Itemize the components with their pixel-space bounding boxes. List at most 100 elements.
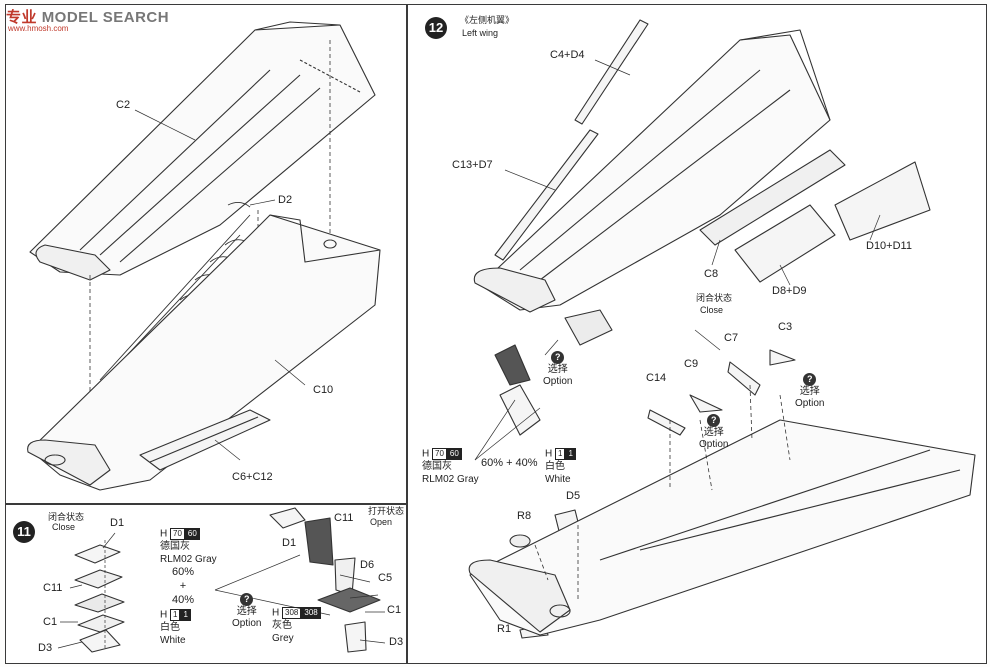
paint-white-cn: 白色	[545, 461, 565, 473]
wing-lower-c10	[27, 214, 381, 491]
step12-close-cn: 闭合状态	[696, 293, 733, 303]
part-c8: C8	[704, 268, 719, 280]
paint-white-en: White	[160, 634, 186, 646]
paint-h-code: H	[160, 528, 168, 540]
option-12-right: ? 选择 Option	[795, 373, 824, 410]
wing12-upper	[473, 29, 831, 313]
part-c6c12-label: C6+C12	[232, 471, 273, 483]
step12-title-cn: 《左侧机翼》	[460, 15, 515, 25]
question-icon: ?	[707, 414, 721, 427]
cannon-pod	[494, 309, 613, 436]
part-c9: C9	[684, 358, 699, 370]
step11-drawing-close	[57, 532, 125, 653]
part-c7: C7	[724, 332, 739, 344]
part-d1-close: D1	[110, 517, 125, 529]
step11-open-cn: 打开状态	[368, 506, 405, 516]
part-d3-open: D3	[389, 636, 404, 648]
paint-h-code: H	[545, 448, 553, 460]
paint-code-1b: 1	[180, 609, 191, 621]
step12-title-en: Left wing	[462, 28, 499, 38]
option-11: ? 选择 Option	[232, 593, 261, 630]
part-d1-open: D1	[282, 537, 297, 549]
part-c3: C3	[778, 321, 793, 333]
option-en: Option	[699, 439, 729, 450]
part-c1-close: C1	[43, 616, 58, 628]
paint-white-cn: 白色	[160, 622, 180, 634]
paint-code-308b: 308	[301, 607, 321, 619]
slat-c13-d7	[494, 129, 599, 261]
slat-c4-d4	[574, 19, 649, 125]
paint-mix-11: 60% + 40%	[172, 566, 194, 607]
option-en: Option	[543, 376, 573, 387]
paint-code-70: 70	[170, 528, 185, 540]
part-d3-close: D3	[38, 642, 53, 654]
question-icon: ?	[803, 373, 817, 386]
watermark-brand: MODEL SEARCH	[41, 9, 170, 26]
wing-upper-c2	[29, 21, 376, 281]
question-icon: ?	[551, 351, 565, 364]
step11-close-cn: 闭合状态	[48, 512, 85, 522]
paint-code-308a: 308	[282, 607, 302, 619]
paint-gray-en: RLM02 Gray	[422, 473, 479, 485]
paint-pct-40: 40%	[172, 593, 195, 606]
step-number-12: 12	[425, 17, 447, 39]
paint-code-1a: 1	[170, 609, 181, 621]
part-c10-label: C10	[313, 384, 334, 396]
part-d10d11: D10+D11	[866, 240, 912, 252]
part-c14: C14	[646, 372, 667, 384]
paint-code-1b: 1	[565, 448, 576, 460]
paint-code-60: 60	[184, 528, 200, 540]
paint-h-code: H	[422, 448, 430, 460]
paint-pct-60: 60%	[172, 566, 195, 578]
step11-open-en: Open	[370, 517, 393, 527]
paint-white-en: White	[545, 473, 571, 485]
step11-close-en: Close	[52, 522, 76, 532]
paint-gray-cn: 德国灰	[422, 461, 452, 473]
flap-c8-d8-d9	[699, 149, 931, 283]
part-c11-open: C11	[334, 512, 354, 524]
part-c4d4: C4+D4	[550, 49, 585, 61]
paint-grey-cn: 灰色	[272, 620, 292, 632]
part-d8d9: D8+D9	[772, 285, 807, 297]
wing12-lower	[468, 419, 976, 636]
watermark-prefix: 专业	[6, 9, 38, 26]
question-icon: ?	[240, 593, 254, 606]
option-cn: 选择	[236, 606, 257, 617]
step11-drawing-open	[269, 507, 386, 653]
watermark-url: www.hmosh.com	[8, 24, 69, 33]
paint-h-code: H	[272, 607, 280, 619]
paint-gray-cn: 德国灰	[160, 541, 190, 553]
option-cn: 选择	[703, 427, 724, 438]
paint-h-code: H	[160, 609, 168, 621]
option-en: Option	[232, 618, 262, 629]
part-r8: R8	[517, 510, 532, 522]
step12-close-en: Close	[700, 305, 724, 315]
option-12-mid: ? 选择 Option	[699, 414, 728, 451]
part-c1-open: C1	[387, 604, 402, 616]
part-d2-label: D2	[278, 194, 293, 206]
part-r1: R1	[497, 623, 512, 635]
part-c2-label: C2	[116, 99, 131, 111]
paint-gray-en: RLM02 Gray	[160, 553, 217, 565]
paint-mix-12: 60% + 40%	[481, 457, 538, 469]
paint-grey-en: Grey	[272, 632, 294, 644]
part-d5: D5	[566, 490, 581, 502]
watermark-logo: 专业 MODEL SEARCH	[6, 6, 169, 27]
option-cn: 选择	[799, 386, 820, 397]
option-en: Option	[795, 398, 825, 409]
part-c13d7: C13+D7	[452, 159, 493, 171]
paint-code-1a: 1	[555, 448, 566, 460]
step-number-11: 11	[13, 521, 35, 543]
paint-plus: +	[179, 579, 187, 592]
paint-code-60: 60	[446, 448, 462, 460]
aileron-c6-c12	[139, 409, 271, 471]
part-c11-close: C11	[43, 582, 63, 594]
part-d6: D6	[360, 559, 375, 571]
